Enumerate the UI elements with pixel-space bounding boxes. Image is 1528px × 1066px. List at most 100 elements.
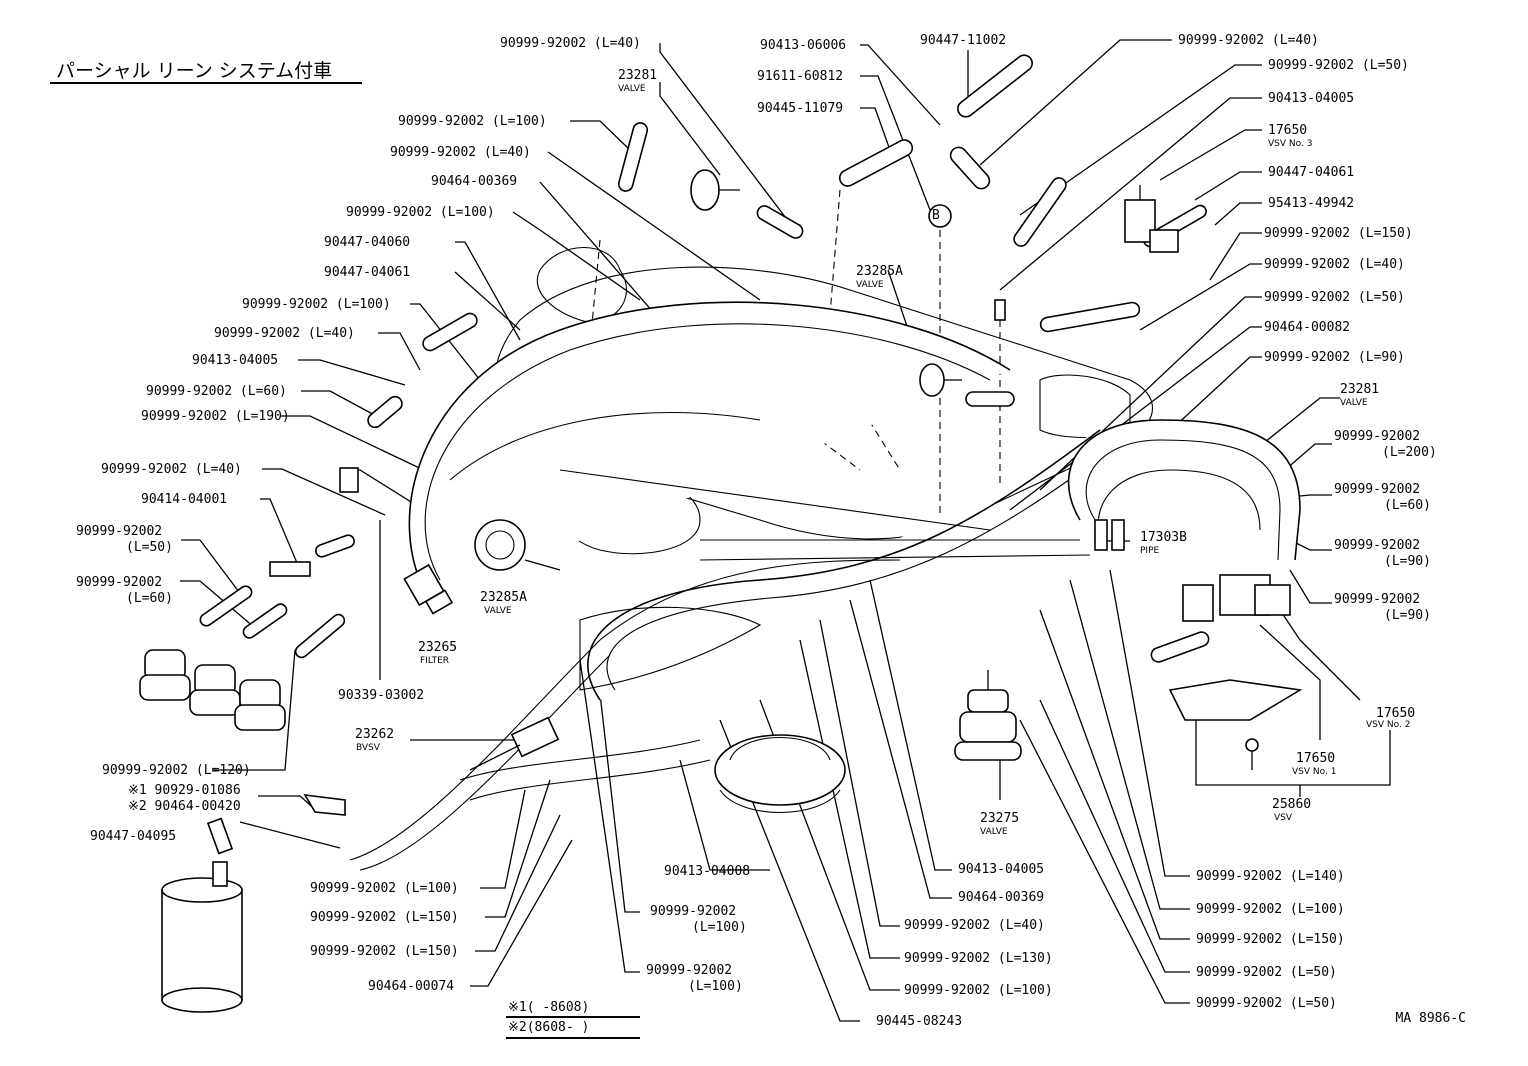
label-l150-c: 90999-92002 (L=150)	[1264, 226, 1413, 241]
label-l50-e: 90999-92002 (L=50)	[1196, 996, 1337, 1011]
sublabel-valve: VALVE	[618, 84, 646, 94]
label-l50-d: 90999-92002 (L=50)	[1196, 965, 1337, 980]
vsv-assembly	[1168, 574, 1303, 770]
label-23262: 23262	[355, 727, 395, 742]
label-23285a-left: 23285A	[480, 590, 527, 605]
label-95413-49942: 95413-49942	[1268, 196, 1355, 211]
label-l100-c: 90999-92002 (L=100)	[242, 297, 391, 312]
label-l50-c: 90999-92002 (L=50)	[1264, 290, 1405, 305]
label-l200-part: 90999-92002	[1334, 429, 1421, 444]
sublabel-bvsv: BVSV	[356, 743, 380, 753]
label-90447-04095: 90447-04095	[90, 829, 177, 844]
label-90445-11079: 90445-11079	[757, 101, 844, 116]
label-l60-a: 90999-92002 (L=60)	[146, 384, 287, 399]
label-l120: 90999-92002 (L=120)	[102, 763, 251, 778]
label-l100-f-part: 90999-92002	[646, 963, 733, 978]
label-90413-04005-left: 90413-04005	[192, 353, 279, 368]
label-90413-04005-right: 90413-04005	[1268, 91, 1355, 106]
label-l60-b-len: (L=60)	[126, 591, 173, 606]
label-l100-f-len: (L=100)	[688, 979, 743, 994]
charcoal-canister	[161, 817, 341, 1013]
footnote-2: ※2(8608- )	[508, 1020, 590, 1035]
label-l90-b-part: 90999-92002	[1334, 538, 1421, 553]
label-l190: 90999-92002 (L=190)	[141, 409, 290, 424]
label-17650-vsv2: 17650	[1376, 706, 1416, 721]
label-l40-f: 90999-92002 (L=40)	[904, 918, 1045, 933]
valve-23275-body	[954, 670, 1022, 761]
sublabel-filter: FILTER	[420, 656, 450, 666]
sublabel-vsv-no1: VSV No. 1	[1292, 767, 1337, 777]
label-l90-c-part: 90999-92002	[1334, 592, 1421, 607]
sublabel-valve: VALVE	[980, 827, 1008, 837]
hose-pieces	[199, 54, 1210, 663]
label-25860: 25860	[1272, 797, 1312, 812]
title-underline	[50, 82, 362, 84]
label-90413-04005-bottom: 90413-04005	[958, 862, 1045, 877]
label-90445-08243: 90445-08243	[876, 1014, 963, 1029]
label-l100-a: 90999-92002 (L=100)	[398, 114, 547, 129]
label-l100-d: 90999-92002 (L=100)	[310, 881, 459, 896]
page-title: パーシャル リーン システム付車	[56, 60, 333, 82]
label-23265: 23265	[418, 640, 458, 655]
label-l40-b: 90999-92002 (L=40)	[214, 326, 355, 341]
label-l60-c-part: 90999-92002	[1334, 482, 1421, 497]
label-l130: 90999-92002 (L=130)	[904, 951, 1053, 966]
label-l140: 90999-92002 (L=140)	[1196, 869, 1345, 884]
label-90929-01086: ※1 90929-01086	[128, 783, 241, 798]
label-90413-06006: 90413-06006	[760, 38, 847, 53]
footnote-2-underline	[506, 1037, 640, 1039]
label-l50-b: 90999-92002 (L=50)	[1268, 58, 1409, 73]
footnote-1: ※1( -8608)	[508, 1000, 590, 1015]
sublabel-vsv-no2: VSV No. 2	[1366, 720, 1411, 730]
label-l90-a: 90999-92002 (L=90)	[1264, 350, 1405, 365]
label-l100-e-len: (L=100)	[692, 920, 747, 935]
diaphragm-valves	[139, 649, 286, 731]
label-l100-g: 90999-92002 (L=100)	[904, 983, 1053, 998]
label-l90-c-len: (L=90)	[1384, 608, 1431, 623]
label-90447-11002: 90447-11002	[920, 33, 1007, 48]
label-23281-right: 23281	[1340, 382, 1380, 397]
marker-b-text: B	[932, 208, 940, 223]
label-90464-00369-top: 90464-00369	[431, 174, 518, 189]
footnote-1-underline	[506, 1016, 640, 1018]
label-l50-a-len: (L=50)	[126, 540, 173, 555]
sublabel-valve: VALVE	[1340, 398, 1368, 408]
label-90464-00369-bottom: 90464-00369	[958, 890, 1045, 905]
label-17650-vsv3: 17650	[1268, 123, 1308, 138]
label-90464-00074: 90464-00074	[368, 979, 455, 994]
label-90999-92002-l40-top: 90999-92002 (L=40)	[500, 36, 641, 51]
sublabel-pipe: PIPE	[1140, 546, 1160, 556]
label-l100-h: 90999-92002 (L=100)	[1196, 902, 1345, 917]
label-17303b: 17303B	[1140, 530, 1187, 545]
label-l100-e-part: 90999-92002	[650, 904, 737, 919]
label-l150-a: 90999-92002 (L=150)	[310, 910, 459, 925]
label-23285a-mid: 23285A	[856, 264, 903, 279]
label-l150-d: 90999-92002 (L=150)	[1196, 932, 1345, 947]
sublabel-valve: VALVE	[484, 606, 512, 616]
label-90447-04061-left: 90447-04061	[324, 265, 411, 280]
label-l200-len: (L=200)	[1382, 445, 1437, 460]
label-l40-d: 90999-92002 (L=40)	[1178, 33, 1319, 48]
label-90464-00420: ※2 90464-00420	[128, 799, 241, 814]
label-l60-b-part: 90999-92002	[76, 575, 163, 590]
engine-body	[349, 247, 1301, 871]
label-90447-04060: 90447-04060	[324, 235, 411, 250]
label-90464-00082: 90464-00082	[1264, 320, 1351, 335]
label-90414-04001: 90414-04001	[141, 492, 228, 507]
label-l60-c-len: (L=60)	[1384, 498, 1431, 513]
label-l40-a: 90999-92002 (L=40)	[390, 145, 531, 160]
components	[139, 169, 1303, 1013]
label-90339-03002: 90339-03002	[338, 688, 425, 703]
label-l50-a-part: 90999-92002	[76, 524, 163, 539]
label-91611-60812: 91611-60812	[757, 69, 844, 84]
label-90447-04061-right: 90447-04061	[1268, 165, 1355, 180]
label-l100-b: 90999-92002 (L=100)	[346, 205, 495, 220]
sublabel-vsv-no3: VSV No. 3	[1268, 139, 1313, 149]
label-17650-vsv1: 17650	[1296, 751, 1336, 766]
label-l40-e: 90999-92002 (L=40)	[1264, 257, 1405, 272]
label-l150-b: 90999-92002 (L=150)	[310, 944, 459, 959]
label-l90-b-len: (L=90)	[1384, 554, 1431, 569]
label-l40-c: 90999-92002 (L=40)	[101, 462, 242, 477]
